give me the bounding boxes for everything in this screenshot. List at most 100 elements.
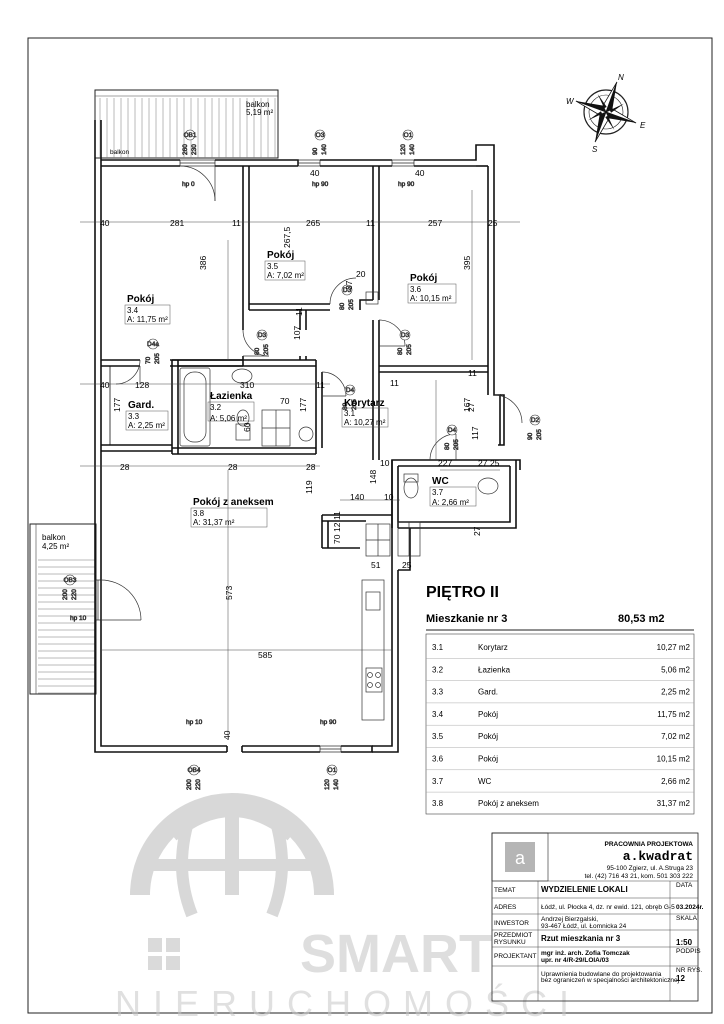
dimension-label: 11: [332, 511, 342, 520]
dimension-label: 37: [344, 280, 354, 290]
dimension-label: 40: [100, 380, 110, 390]
title-row-value: mgr inż. arch. Zofia Tomczak: [541, 950, 630, 957]
dimension-label: 70: [332, 534, 342, 544]
balcony-left-area: 4,25 m²: [42, 542, 69, 551]
room-label-box: [207, 401, 255, 422]
opening-height: 140: [333, 779, 340, 790]
studio-phone: tel. (42) 716 43 21, kom. 501 303 222: [585, 873, 694, 880]
title-row-value: Rzut mieszkania nr 3: [541, 934, 621, 943]
opening-width: 90: [312, 147, 319, 155]
dimension-label: 10: [384, 492, 394, 502]
opening-height: 205: [263, 344, 270, 355]
opening-tag: D4: [346, 387, 355, 394]
opening-width: 80: [254, 347, 261, 355]
title-side-label: PODPIS: [676, 948, 701, 955]
opening-tag: D3: [343, 287, 352, 294]
studio-logo: [505, 842, 535, 872]
opening-marker-circle: [64, 574, 76, 586]
area-row-name: Korytarz: [478, 643, 508, 652]
opening-tag: OB3: [63, 577, 76, 584]
area-row-number: 3.4: [432, 710, 444, 719]
room-label-name: WC: [432, 476, 449, 487]
dimension-label: 60: [242, 422, 252, 432]
opening-marker-circle: [147, 338, 159, 350]
room-label-name: Łazienka: [210, 391, 253, 402]
area-row-name: Pokój z aneksem: [478, 799, 539, 808]
opening-marker-circle: [529, 414, 541, 426]
balcony-left: balkon 4,25 m²: [29, 523, 97, 695]
dimension-label: 28: [228, 462, 238, 472]
area-row-name: Gard.: [478, 688, 498, 697]
area-row-number: 3.6: [432, 755, 444, 764]
door-swings: [100, 165, 523, 621]
opening-width: 90: [527, 432, 534, 440]
room-label-area: A: 2,66 m²: [432, 498, 469, 507]
dimension-label: 119: [304, 480, 314, 494]
room-label-number: 3.4: [127, 306, 139, 315]
area-row-area: 2,66 m2: [661, 777, 690, 786]
opening-width: 80: [444, 442, 451, 450]
dimension-label: 25: [490, 458, 500, 468]
title-side-label: DATA: [676, 882, 693, 889]
watermark-logo: SMART NIERUCHOMOŚCI: [115, 793, 569, 1024]
dimension-label: 25: [488, 218, 498, 228]
dimension-label: 10: [380, 458, 390, 468]
dimension-label: 28: [120, 462, 130, 472]
room-label-box: [124, 304, 171, 325]
opening-height: 140: [321, 144, 328, 155]
opening-tag: O1: [328, 767, 337, 774]
area-row-number: 3.1: [432, 643, 444, 652]
dimension-label: 11: [468, 368, 477, 378]
title-row-value: upr. nr 4/R-29/LOIA/03: [541, 957, 609, 964]
dimension-label: 25: [402, 560, 412, 570]
room-label-box: [407, 283, 457, 304]
dimension-label: 11: [232, 218, 241, 228]
room-label-box: [429, 486, 477, 507]
area-row-name: Pokój: [478, 732, 498, 741]
opening-width: 260: [182, 144, 189, 155]
dimension-label: 27: [466, 402, 476, 412]
opening-note: hp 90: [320, 719, 337, 726]
dimension-label: 177: [112, 398, 122, 412]
opening-tag: D3: [258, 332, 267, 339]
room-label-area: A: 2,25 m²: [128, 421, 165, 430]
opening-marker-circle: [184, 129, 196, 141]
dimension-label: 227: [438, 458, 452, 468]
area-row-area: 7,02 m2: [661, 732, 690, 741]
area-row-number: 3.7: [432, 777, 444, 786]
opening-width: 70: [145, 356, 152, 364]
dimension-label: 167: [462, 398, 472, 412]
opening-tag: D2: [531, 417, 540, 424]
dimension-label: 28: [306, 462, 316, 472]
area-row-number: 3.2: [432, 665, 444, 674]
room-label-name: Gard.: [128, 400, 154, 411]
opening-height: 140: [409, 144, 416, 155]
opening-tag: D4: [448, 427, 457, 434]
room-label-number: 3.6: [410, 285, 422, 294]
room-label-number: 3.1: [344, 409, 356, 418]
opening-width: 120: [400, 144, 407, 155]
area-row-number: 3.3: [432, 688, 444, 697]
title-row-label: ADRES: [494, 904, 517, 911]
title-side-value: 12: [676, 974, 685, 983]
area-row-name: Pokój: [478, 710, 498, 719]
opening-height: 205: [453, 439, 460, 450]
apartment-total-area: 80,53 m2: [618, 613, 664, 625]
room-label-area: A: 7,02 m²: [267, 271, 304, 280]
